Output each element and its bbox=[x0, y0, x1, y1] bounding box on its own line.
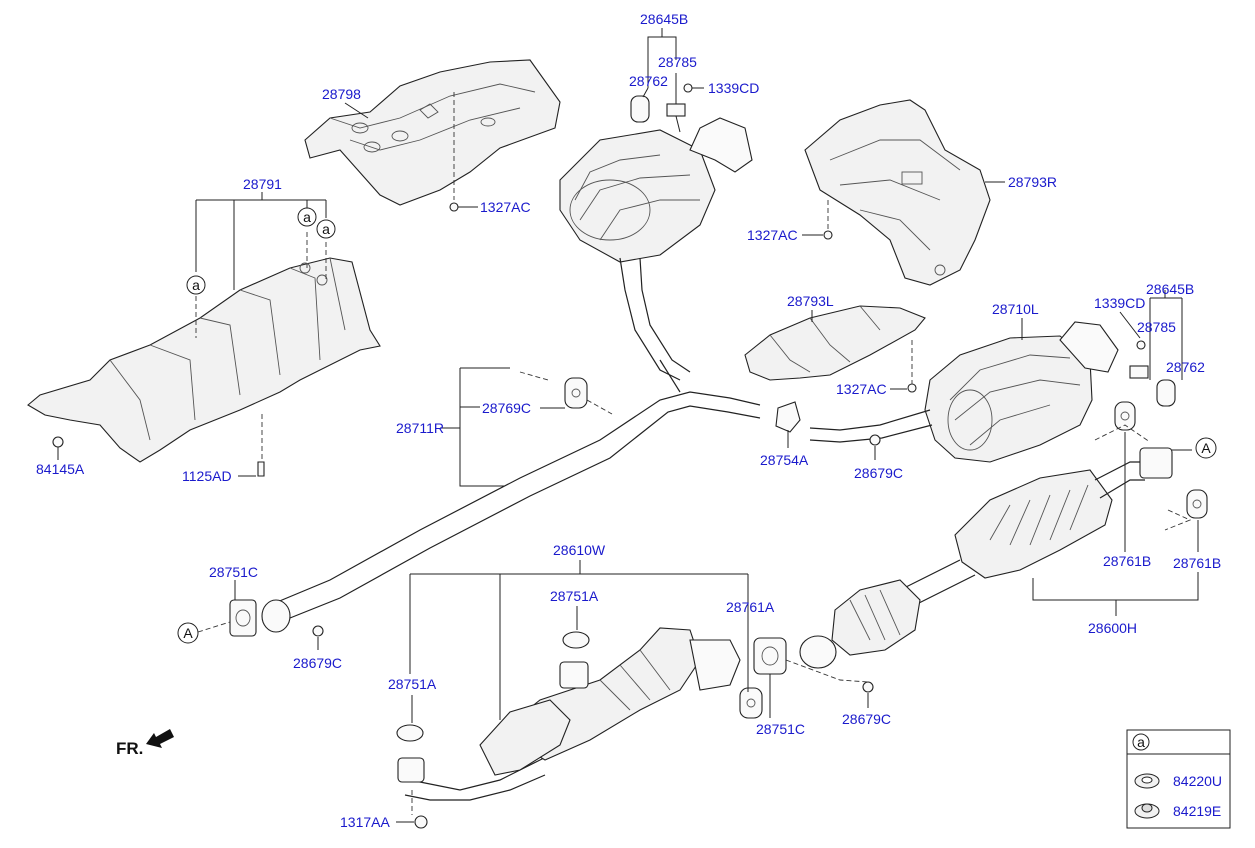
hanger-28769C bbox=[564, 377, 588, 409]
callout-A-left: A bbox=[177, 622, 199, 644]
label-84145A: 84145A bbox=[36, 461, 85, 477]
label-28679C-left: 28679C bbox=[293, 655, 342, 671]
label-28679C-bottom: 28679C bbox=[842, 711, 891, 727]
front-arrow-icon bbox=[146, 729, 174, 748]
svg-text:a: a bbox=[322, 221, 330, 237]
label-28751C-left: 28751C bbox=[209, 564, 258, 580]
nut-1339CD-top bbox=[683, 83, 693, 93]
heat-protector-28798 bbox=[304, 59, 561, 206]
gasket-28754A bbox=[775, 401, 801, 433]
grommet-84220U-icon bbox=[1134, 773, 1160, 789]
label-28679C-mid: 28679C bbox=[854, 465, 903, 481]
label-84219E: 84219E bbox=[1173, 803, 1221, 819]
nut-1339CD-right bbox=[1136, 340, 1146, 350]
hanger-28762-right bbox=[1156, 379, 1176, 407]
label-84220U: 84220U bbox=[1173, 773, 1222, 789]
heat-protector-28793R bbox=[804, 99, 991, 286]
nut-1327AC-mid bbox=[907, 383, 917, 393]
front-label: FR. bbox=[116, 739, 143, 758]
label-1327AC-top: 1327AC bbox=[480, 199, 531, 215]
gasket-28751A-upper bbox=[562, 631, 590, 649]
svg-text:a: a bbox=[192, 277, 200, 293]
label-28785-top: 28785 bbox=[658, 54, 697, 70]
callout-a-3: a bbox=[316, 219, 336, 239]
label-28751A-left: 28751A bbox=[388, 676, 437, 692]
callout-a-2: a bbox=[297, 207, 317, 227]
label-1339CD-right: 1339CD bbox=[1094, 295, 1145, 311]
label-28751C-bottom: 28751C bbox=[756, 721, 805, 737]
gasket-28751A-lower bbox=[396, 724, 424, 742]
hanger-28762-top bbox=[630, 95, 650, 123]
rear-muffler-28710L-upper bbox=[559, 117, 753, 381]
label-28710L: 28710L bbox=[992, 301, 1039, 317]
label-28785-right: 28785 bbox=[1137, 319, 1176, 335]
label-28761B-right: 28761B bbox=[1173, 555, 1221, 571]
label-28793R: 28793R bbox=[1008, 174, 1057, 190]
callout-A-right: A bbox=[1195, 437, 1217, 459]
hanger-28761A bbox=[739, 687, 763, 719]
nut-28679C-left bbox=[312, 625, 324, 637]
label-28711R: 28711R bbox=[396, 420, 444, 436]
front-direction-indicator: FR. bbox=[116, 729, 174, 758]
label-28791: 28791 bbox=[243, 176, 282, 192]
svg-text:A: A bbox=[1201, 440, 1211, 456]
leader-lines bbox=[57, 28, 1199, 823]
nut-1317AA bbox=[414, 815, 428, 829]
hanger-28761B-right bbox=[1186, 489, 1208, 519]
label-1317AA: 1317AA bbox=[340, 814, 390, 830]
label-28610W: 28610W bbox=[553, 542, 606, 558]
grommet-84219E-icon bbox=[1134, 803, 1160, 819]
front-pipe-28610W bbox=[397, 627, 741, 801]
svg-text:a: a bbox=[303, 209, 311, 225]
label-28798: 28798 bbox=[322, 86, 361, 102]
label-1125AD: 1125AD bbox=[182, 468, 232, 484]
rear-muffler-28710L bbox=[809, 321, 1119, 463]
bolt-1125AD bbox=[257, 461, 265, 477]
nut-84145A bbox=[52, 436, 64, 448]
label-28751A-top: 28751A bbox=[550, 588, 599, 604]
callout-a-1: a bbox=[186, 275, 206, 295]
label-1339CD-top: 1339CD bbox=[708, 80, 759, 96]
label-28762-top: 28762 bbox=[629, 73, 668, 89]
label-28761A: 28761A bbox=[726, 599, 775, 615]
part-labels: 28645B 28785 28762 1339CD 28798 1327AC 2… bbox=[36, 11, 1221, 830]
nut-1327AC-top bbox=[449, 202, 459, 212]
label-28600H: 28600H bbox=[1088, 620, 1137, 636]
label-28769C: 28769C bbox=[482, 400, 531, 416]
label-28761B-left: 28761B bbox=[1103, 553, 1151, 569]
label-28645B-top: 28645B bbox=[640, 11, 688, 27]
nut-28679C-bottom bbox=[862, 681, 874, 693]
gasket-28751C-left bbox=[753, 637, 787, 675]
label-1327AC-right: 1327AC bbox=[747, 227, 798, 243]
label-28754A: 28754A bbox=[760, 452, 809, 468]
nut-28679C-mid bbox=[869, 434, 881, 446]
svg-text:A: A bbox=[183, 625, 193, 641]
catalytic-converter-28600H bbox=[799, 447, 1173, 669]
nut-1327AC-right bbox=[823, 230, 833, 240]
heat-protector-28791 bbox=[27, 257, 381, 463]
legend-box: a 84220U 84219E bbox=[1126, 729, 1231, 829]
label-28762-right: 28762 bbox=[1166, 359, 1205, 375]
label-28645B-right: 28645B bbox=[1146, 281, 1194, 297]
heat-protector-28793L bbox=[744, 305, 926, 381]
label-28793L: 28793L bbox=[787, 293, 834, 309]
bracket-28785-top bbox=[666, 103, 686, 133]
bracket-28785-right bbox=[1129, 365, 1149, 379]
label-1327AC-mid: 1327AC bbox=[836, 381, 887, 397]
hanger-28761B-left bbox=[1114, 401, 1136, 431]
legend-key: a bbox=[1137, 734, 1145, 750]
center-pipe-28711R bbox=[229, 359, 761, 637]
